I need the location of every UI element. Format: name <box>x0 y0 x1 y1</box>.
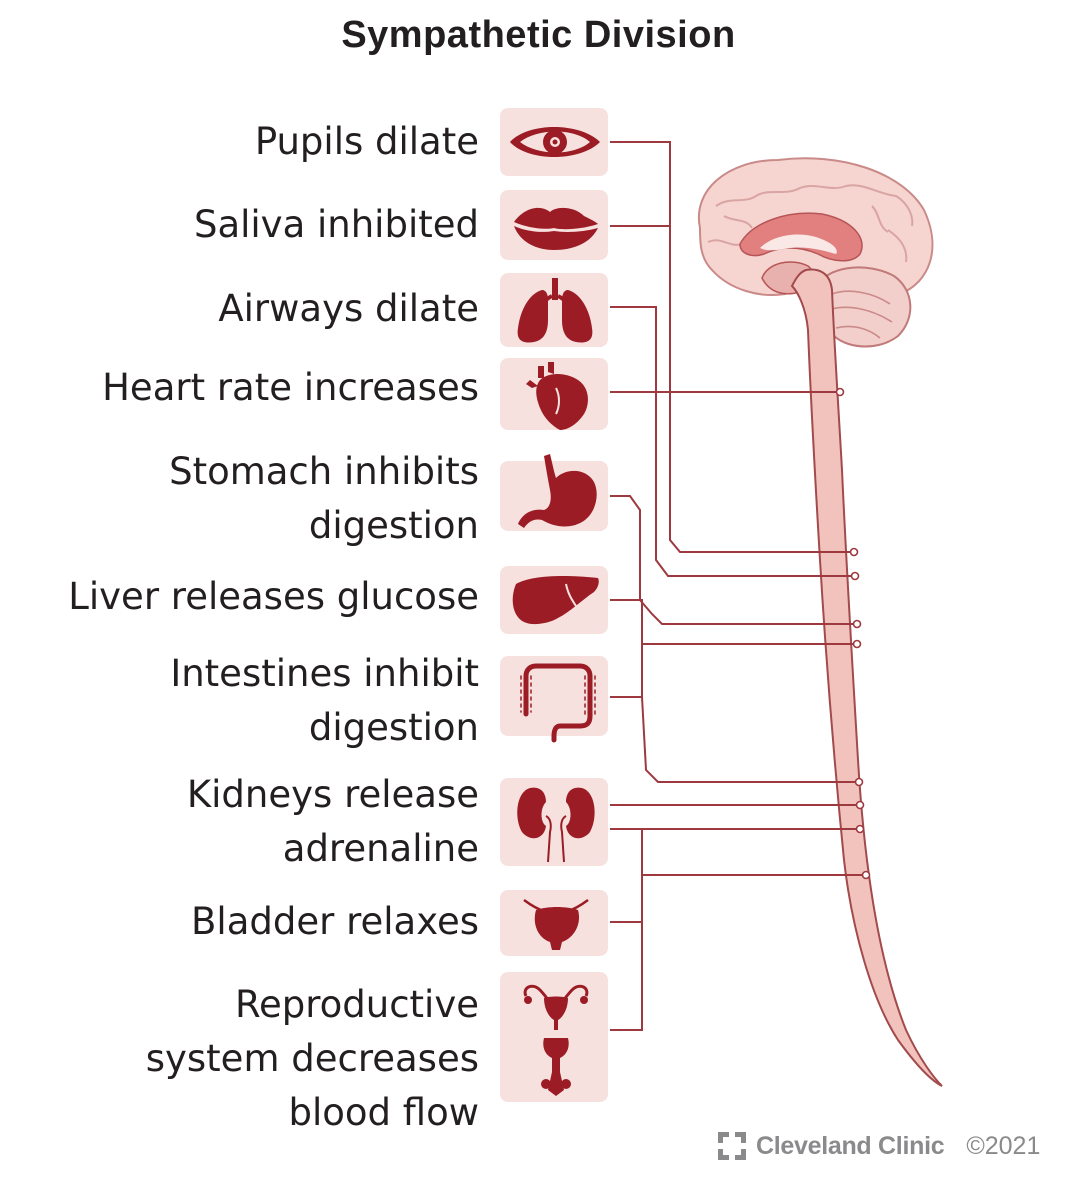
label-line: digestion <box>308 504 479 547</box>
label-line: digestion <box>308 706 479 749</box>
label-line: Pupils dilate <box>254 120 479 163</box>
nerve-line <box>655 392 852 577</box>
label-line: blood flow <box>288 1091 480 1134</box>
label-line: system decreases <box>145 1037 479 1080</box>
label-line: Stomach inhibits <box>169 450 479 493</box>
lips-icon <box>514 207 598 250</box>
label-line: Reproductive <box>234 983 479 1026</box>
reproductive-icon <box>523 984 589 1096</box>
label-line: Airways dilate <box>218 287 479 330</box>
liver-icon <box>512 576 599 625</box>
label-saliva: Saliva inhibited <box>194 198 479 252</box>
junction-dot <box>852 639 862 649</box>
spinal-junctions <box>835 387 871 880</box>
label-stomach: Stomach inhibits digestion <box>169 445 479 553</box>
heart-icon <box>526 362 588 430</box>
label-line: Liver releases glucose <box>68 575 479 618</box>
nerve-line <box>610 141 838 393</box>
eye-icon <box>510 127 600 157</box>
label-line: Heart rate increases <box>102 366 479 409</box>
label-airways: Airways dilate <box>218 282 479 336</box>
nerve-line <box>669 392 852 553</box>
tile-reproductive <box>500 972 608 1102</box>
label-line: Saliva inhibited <box>193 203 479 246</box>
junction-dot <box>850 571 860 581</box>
label-line: Kidneys release <box>186 773 479 816</box>
lungs-icon <box>517 278 593 343</box>
footer: Cleveland Clinic ©2021 <box>716 1126 1040 1166</box>
brand-name: Cleveland Clinic <box>756 1131 945 1160</box>
copyright: ©2021 <box>966 1131 1041 1160</box>
spinal-cord <box>790 268 943 1087</box>
label-pupils: Pupils dilate <box>255 115 479 169</box>
nerve-line <box>641 696 857 783</box>
stomach-icon <box>518 454 597 528</box>
label-line: Intestines inhibit <box>170 652 479 695</box>
junction-dot <box>855 824 865 834</box>
nerve-line <box>610 599 855 645</box>
brain-icon <box>697 157 934 348</box>
label-line: adrenaline <box>282 827 479 870</box>
label-liver: Liver releases glucose <box>68 570 479 624</box>
junction-dot <box>854 777 864 787</box>
label-line: Bladder relaxes <box>191 900 479 943</box>
label-intestines: Intestines inhibit digestion <box>170 647 479 755</box>
junction-dot <box>855 800 865 810</box>
intestines-icon <box>520 663 596 743</box>
label-reproductive: Reproductive system decreases blood flow <box>146 978 479 1140</box>
label-kidneys: Kidneys release adrenaline <box>187 768 479 876</box>
nerve-line <box>610 829 643 1031</box>
junction-dot <box>861 870 871 880</box>
label-heart: Heart rate increases <box>102 361 479 415</box>
bladder-icon <box>523 898 589 950</box>
junction-dot <box>852 619 862 629</box>
organ-icons <box>510 127 600 1096</box>
kidneys-icon <box>517 787 595 863</box>
junction-dot <box>849 547 859 557</box>
nerve-line <box>610 306 657 392</box>
junction-dot <box>835 387 845 397</box>
cleveland-clinic-logo-icon <box>718 1132 746 1160</box>
diagram-title: Sympathetic Division <box>341 14 736 56</box>
brain-and-spinal-cord <box>697 157 943 1087</box>
nerve-connections <box>610 141 866 1031</box>
nerve-line <box>610 644 643 698</box>
label-bladder: Bladder relaxes <box>191 895 479 949</box>
